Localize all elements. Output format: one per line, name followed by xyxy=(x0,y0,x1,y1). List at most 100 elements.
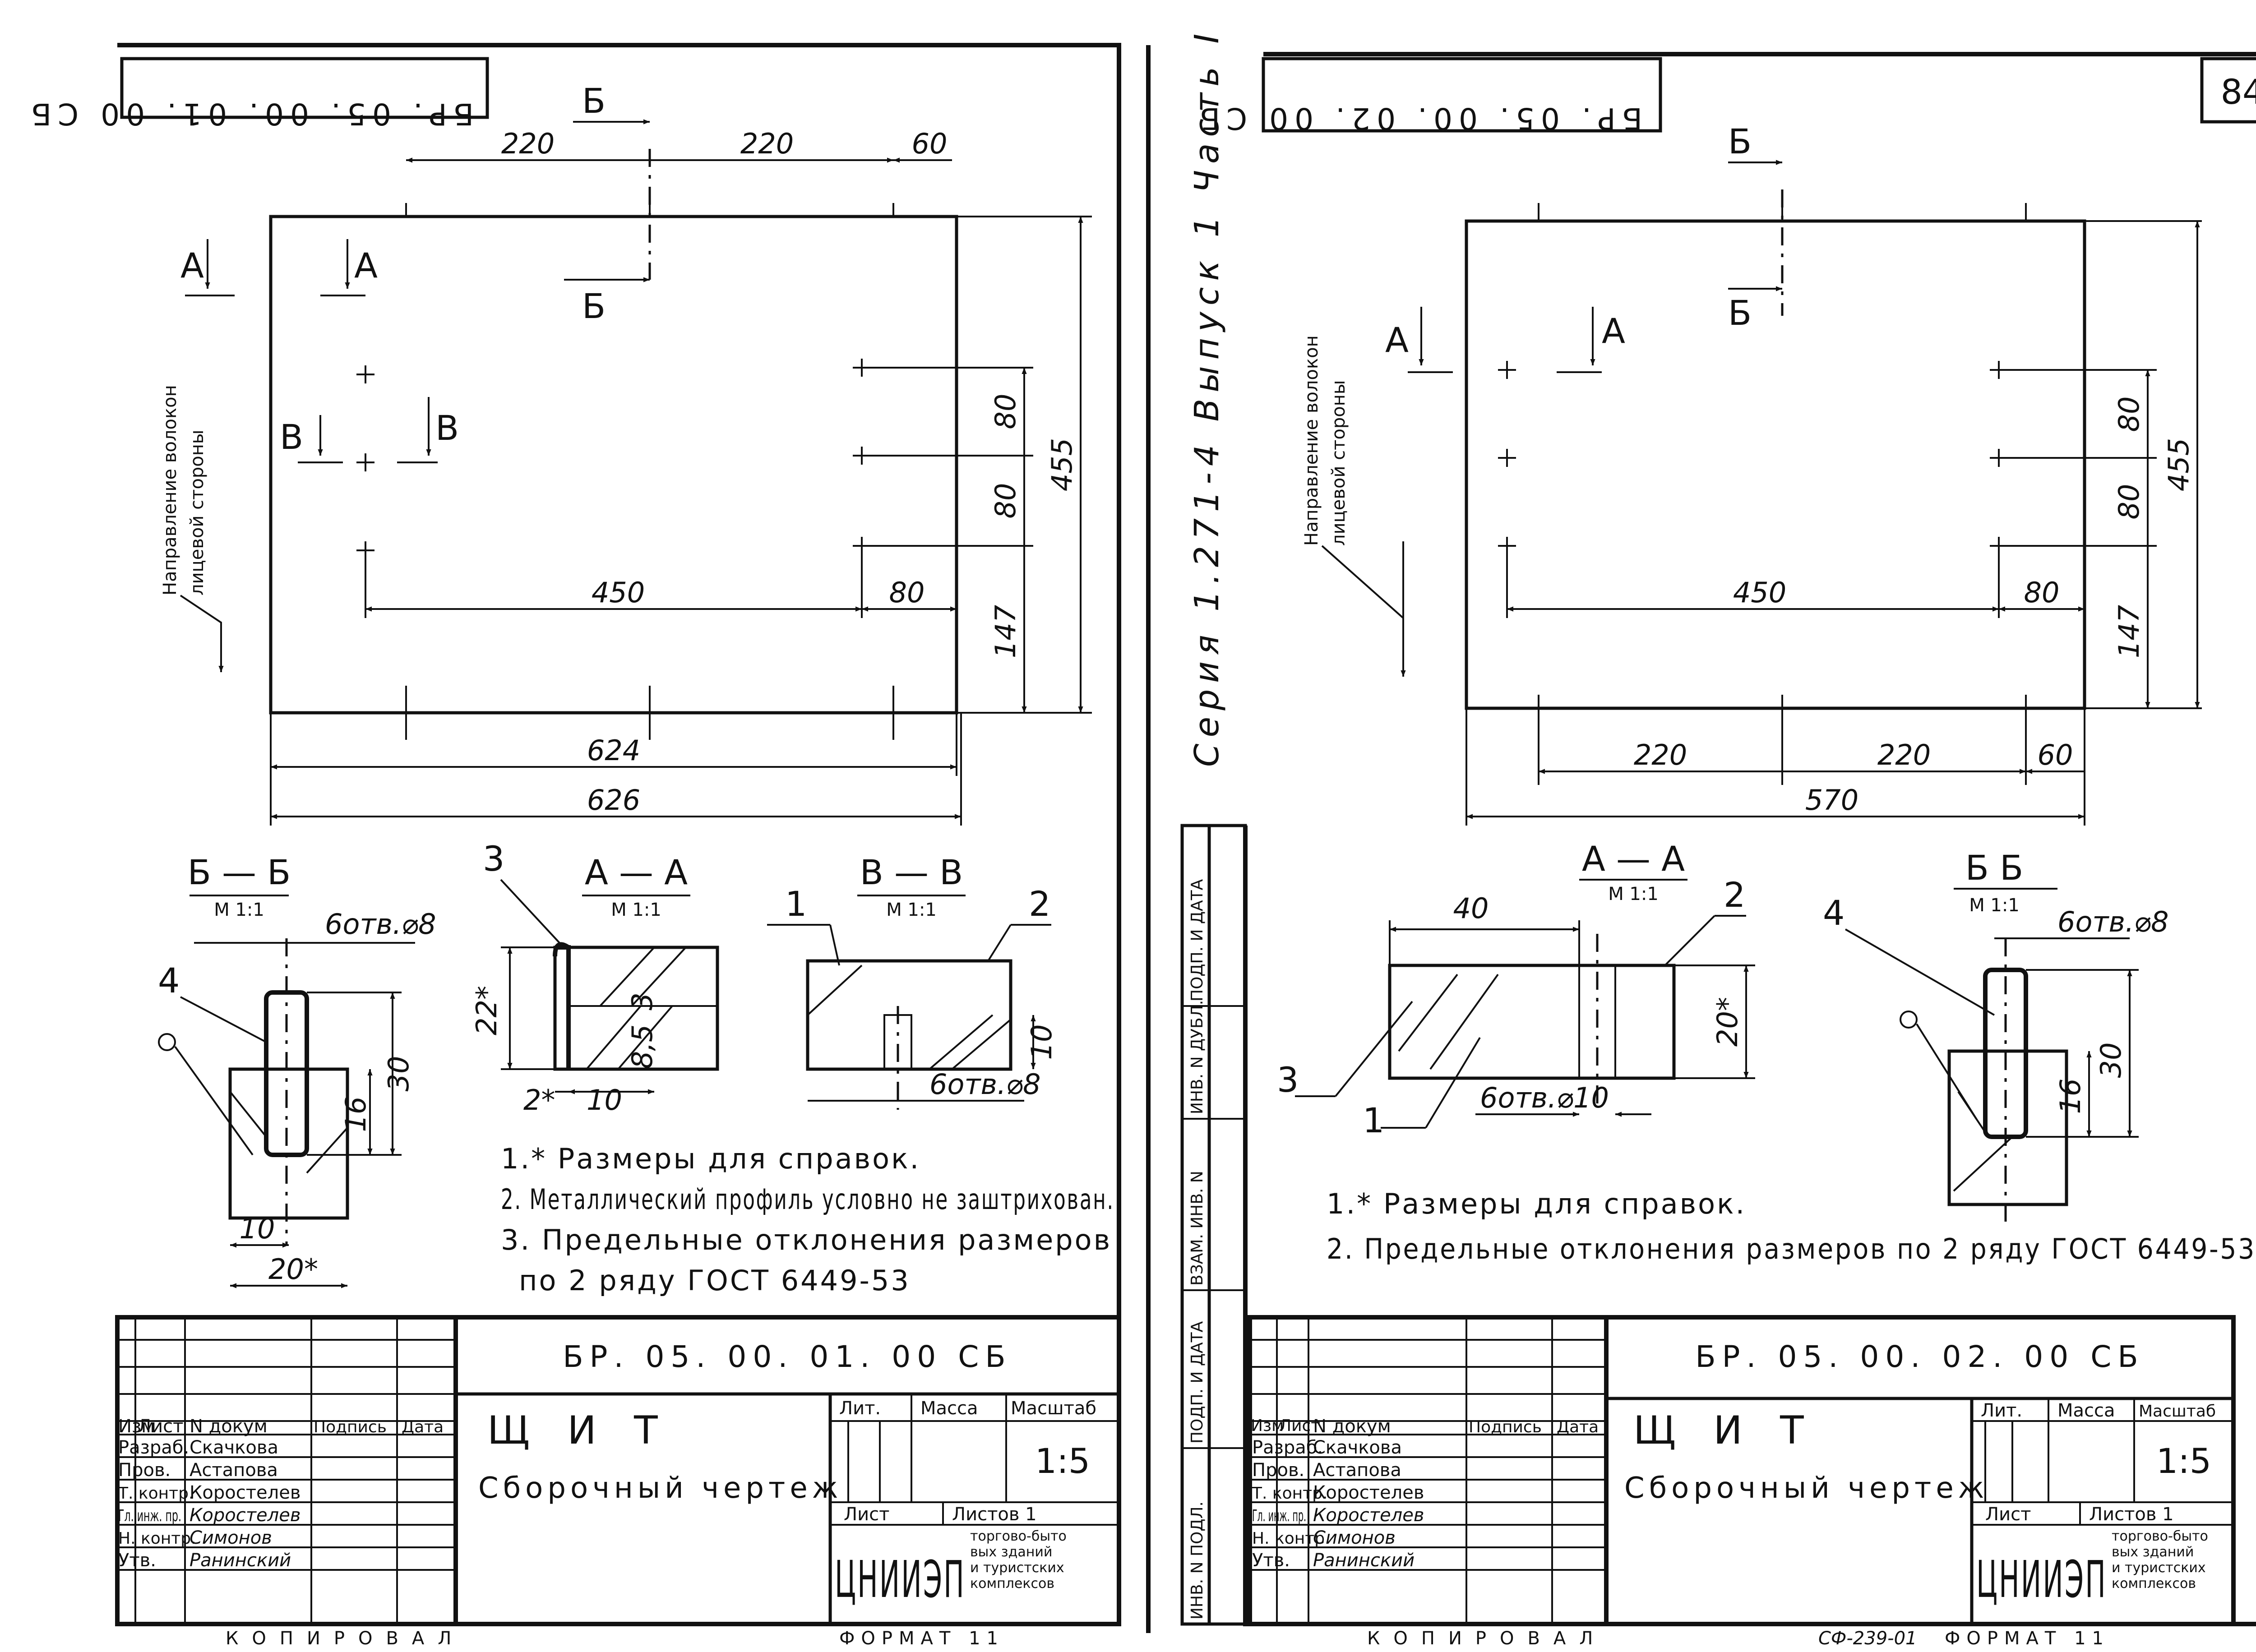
left-dim-right-1: 80 xyxy=(989,394,1022,429)
left-dim-top-1: 220 xyxy=(501,127,555,160)
left-title-block: БР. 05. 00. 01. 00 СБ Щ И Т Сборочный че… xyxy=(115,1315,1121,1626)
right-tb-org: ЦНИИЭП xyxy=(1976,1550,2107,1609)
right-tb-role-4: Гл. инж. пр. xyxy=(1252,1507,1306,1525)
right-section-bb-scale: М 1:1 xyxy=(1969,895,2020,916)
left-section-bb-note: 6отв.⌀8 xyxy=(325,908,436,941)
right-tb-scale-label: Масштаб xyxy=(2139,1402,2216,1421)
right-footer-code: СФ-239-01 xyxy=(1818,1628,1917,1649)
left-section-aa-dim-2: 3 xyxy=(626,992,659,1010)
right-tb-lit: Лит. xyxy=(1981,1400,2022,1421)
left-section-bb: Б — Б М 1:1 6отв.⌀8 4 30 16 xyxy=(158,852,436,1288)
left-cut-mark-v1: В xyxy=(280,417,303,457)
right-tb-role-1: Разраб. xyxy=(1252,1437,1323,1458)
left-tb-name-3: Коростелев xyxy=(190,1482,300,1503)
left-dim-inner-1: 450 xyxy=(592,576,645,609)
side-stamp-5: ИНВ. N ПОДЛ. xyxy=(1188,1501,1207,1620)
left-tb-scale-label: Масштаб xyxy=(1011,1398,1096,1419)
left-note-2: 2. Металлический профиль условно не зашт… xyxy=(501,1183,1114,1216)
right-section-bb-dim-1: 30 xyxy=(2094,1043,2127,1078)
right-notes: 1.* Размеры для справок. 2. Предельные о… xyxy=(1327,1187,2256,1265)
left-tb-org-sub-4: комплексов xyxy=(970,1576,1054,1592)
right-section-bb-leader: 4 xyxy=(1823,893,1845,933)
right-section-aa-scale: М 1:1 xyxy=(1608,884,1659,904)
left-section-bb-scale: М 1:1 xyxy=(214,900,264,920)
left-tb-code: БР. 05. 00. 01. 00 СБ xyxy=(563,1339,1012,1374)
right-tb-header-3: N докум xyxy=(1313,1416,1391,1437)
right-section-aa-leader-1: 1 xyxy=(1363,1100,1384,1140)
left-tb-name-4: Коростелев xyxy=(190,1505,300,1526)
right-footer-format: ФОРМАТ 11 xyxy=(1945,1628,2110,1649)
left-grain-label-2: лицевой стороны xyxy=(187,429,208,595)
left-section-bb-dim-4: 20* xyxy=(268,1253,318,1286)
right-section-aa-leader-2: 2 xyxy=(1724,875,1745,915)
right-tb-name-1: Скачкова xyxy=(1313,1437,1402,1458)
right-tb-name-3: Коростелев xyxy=(1313,1482,1424,1503)
side-stamp-1: ПОДП. И ДАТА xyxy=(1188,879,1207,1001)
series-text: Серия 1.271-4 Выпуск 1 Часть I xyxy=(1188,28,1226,767)
right-tb-name-2: Астапова xyxy=(1313,1460,1401,1481)
page-number-box: 84 xyxy=(2200,57,2256,124)
right-dim-right-2: 80 xyxy=(2113,484,2145,520)
right-grain-label-1: Направление волокон xyxy=(1301,335,1322,546)
left-note-3: 3. Предельные отклонения размеров xyxy=(501,1223,1112,1256)
right-cut-mark-a1: А xyxy=(1385,320,1409,360)
right-dim-total: 570 xyxy=(1805,784,1858,817)
right-section-bb-note: 6отв.⌀8 xyxy=(2057,905,2169,938)
right-dim-right-1: 80 xyxy=(2113,397,2145,432)
right-dim-bottom-3: 60 xyxy=(2038,738,2073,771)
left-tb-org-sub-3: и туристских xyxy=(970,1560,1064,1576)
left-dim-right-4: 455 xyxy=(1045,438,1078,491)
right-section-aa-title: А — А xyxy=(1582,839,1685,879)
left-section-vv-leader-1: 1 xyxy=(785,884,807,924)
right-section-aa-dim-2: 20* xyxy=(1711,997,1744,1047)
left-note-1: 1.* Размеры для справок. xyxy=(501,1142,920,1175)
right-note-2: 2. Предельные отклонения размеров по 2 р… xyxy=(1327,1232,2256,1265)
left-section-aa-title: А — А xyxy=(585,852,688,892)
side-stamp-2: ИНВ. N ДУБЛ. xyxy=(1188,1000,1207,1114)
right-plan-view: 80 80 147 455 450 80 220 220 60 570 xyxy=(1301,121,2202,826)
left-tb-mass: Масса xyxy=(920,1398,978,1419)
right-tb-org-sub-4: комплексов xyxy=(2112,1576,2196,1592)
left-section-bb-title: Б — Б xyxy=(188,852,291,892)
right-title-block: БР. 05. 00. 02. 00 СБ Щ И Т Сборочный че… xyxy=(1248,1315,2236,1626)
right-cut-mark-a2: А xyxy=(1602,311,1625,351)
left-section-vv-dim-1: 10 xyxy=(1025,1024,1058,1060)
right-corner-code: БР. 05. 00. 02. 00 СБ xyxy=(1193,101,1642,136)
right-tb-header-5: Дата xyxy=(1557,1418,1599,1436)
right-tb-org-sub-2: вых зданий xyxy=(2112,1544,2194,1560)
right-section-bb: Б Б М 1:1 6отв.⌀8 4 30 16 xyxy=(1823,848,2169,1227)
left-tb-sheet: Лист xyxy=(844,1504,889,1525)
left-cut-mark-a2: А xyxy=(354,245,378,286)
left-tb-name: Щ И Т xyxy=(487,1408,670,1453)
left-tb-org: ЦНИИЭП xyxy=(835,1550,966,1609)
left-dim-right-2: 80 xyxy=(989,483,1022,519)
left-corner-code: БР. 05. 00. 01. 00 СБ xyxy=(25,97,474,131)
left-dim-bottom-1: 624 xyxy=(587,734,640,767)
side-stamp-3: ВЗАМ. ИНВ. N xyxy=(1188,1171,1207,1286)
right-section-aa-note: 6отв.⌀10 xyxy=(1480,1081,1609,1114)
left-section-vv-note: 6отв.⌀8 xyxy=(929,1068,1041,1101)
left-dim-bottom-2: 626 xyxy=(587,784,640,817)
right-tb-role-3: Т. контр. xyxy=(1252,1484,1327,1503)
right-dim-inner-2: 80 xyxy=(2024,576,2060,609)
right-tb-header-1: Изм xyxy=(1251,1417,1284,1435)
left-tb-name-6: Ранинский xyxy=(190,1550,291,1571)
right-tb-role-6: Утв. xyxy=(1252,1550,1290,1571)
left-tb-lit: Лит. xyxy=(839,1398,881,1419)
left-tb-scale: 1:5 xyxy=(1035,1441,1090,1481)
right-cut-mark-b2: Б xyxy=(1728,293,1752,333)
right-tb-name: Щ И Т xyxy=(1633,1408,1817,1453)
left-notes: 1.* Размеры для справок. 2. Металлически… xyxy=(501,1142,1114,1297)
left-dim-right-3: 147 xyxy=(989,605,1022,658)
right-cut-mark-b1: Б xyxy=(1728,121,1752,162)
right-dim-inner-1: 450 xyxy=(1733,576,1786,609)
right-tb-mass: Масса xyxy=(2057,1400,2115,1421)
left-tb-role-4: Гл. инж. пр. xyxy=(118,1507,181,1525)
right-footer-copy: КОПИРОВАЛ xyxy=(1367,1628,1606,1649)
left-note-4: по 2 ряду ГОСТ 6449-53 xyxy=(519,1264,911,1297)
left-section-vv: 1 2 В — В М 1:1 6отв.⌀8 10 xyxy=(767,852,1058,1110)
right-section-bb-dim-2: 16 xyxy=(2054,1079,2087,1114)
right-dim-right-3: 147 xyxy=(2113,605,2145,658)
page-number: 84 xyxy=(2221,72,2256,112)
left-cut-mark-v2: В xyxy=(435,408,459,448)
